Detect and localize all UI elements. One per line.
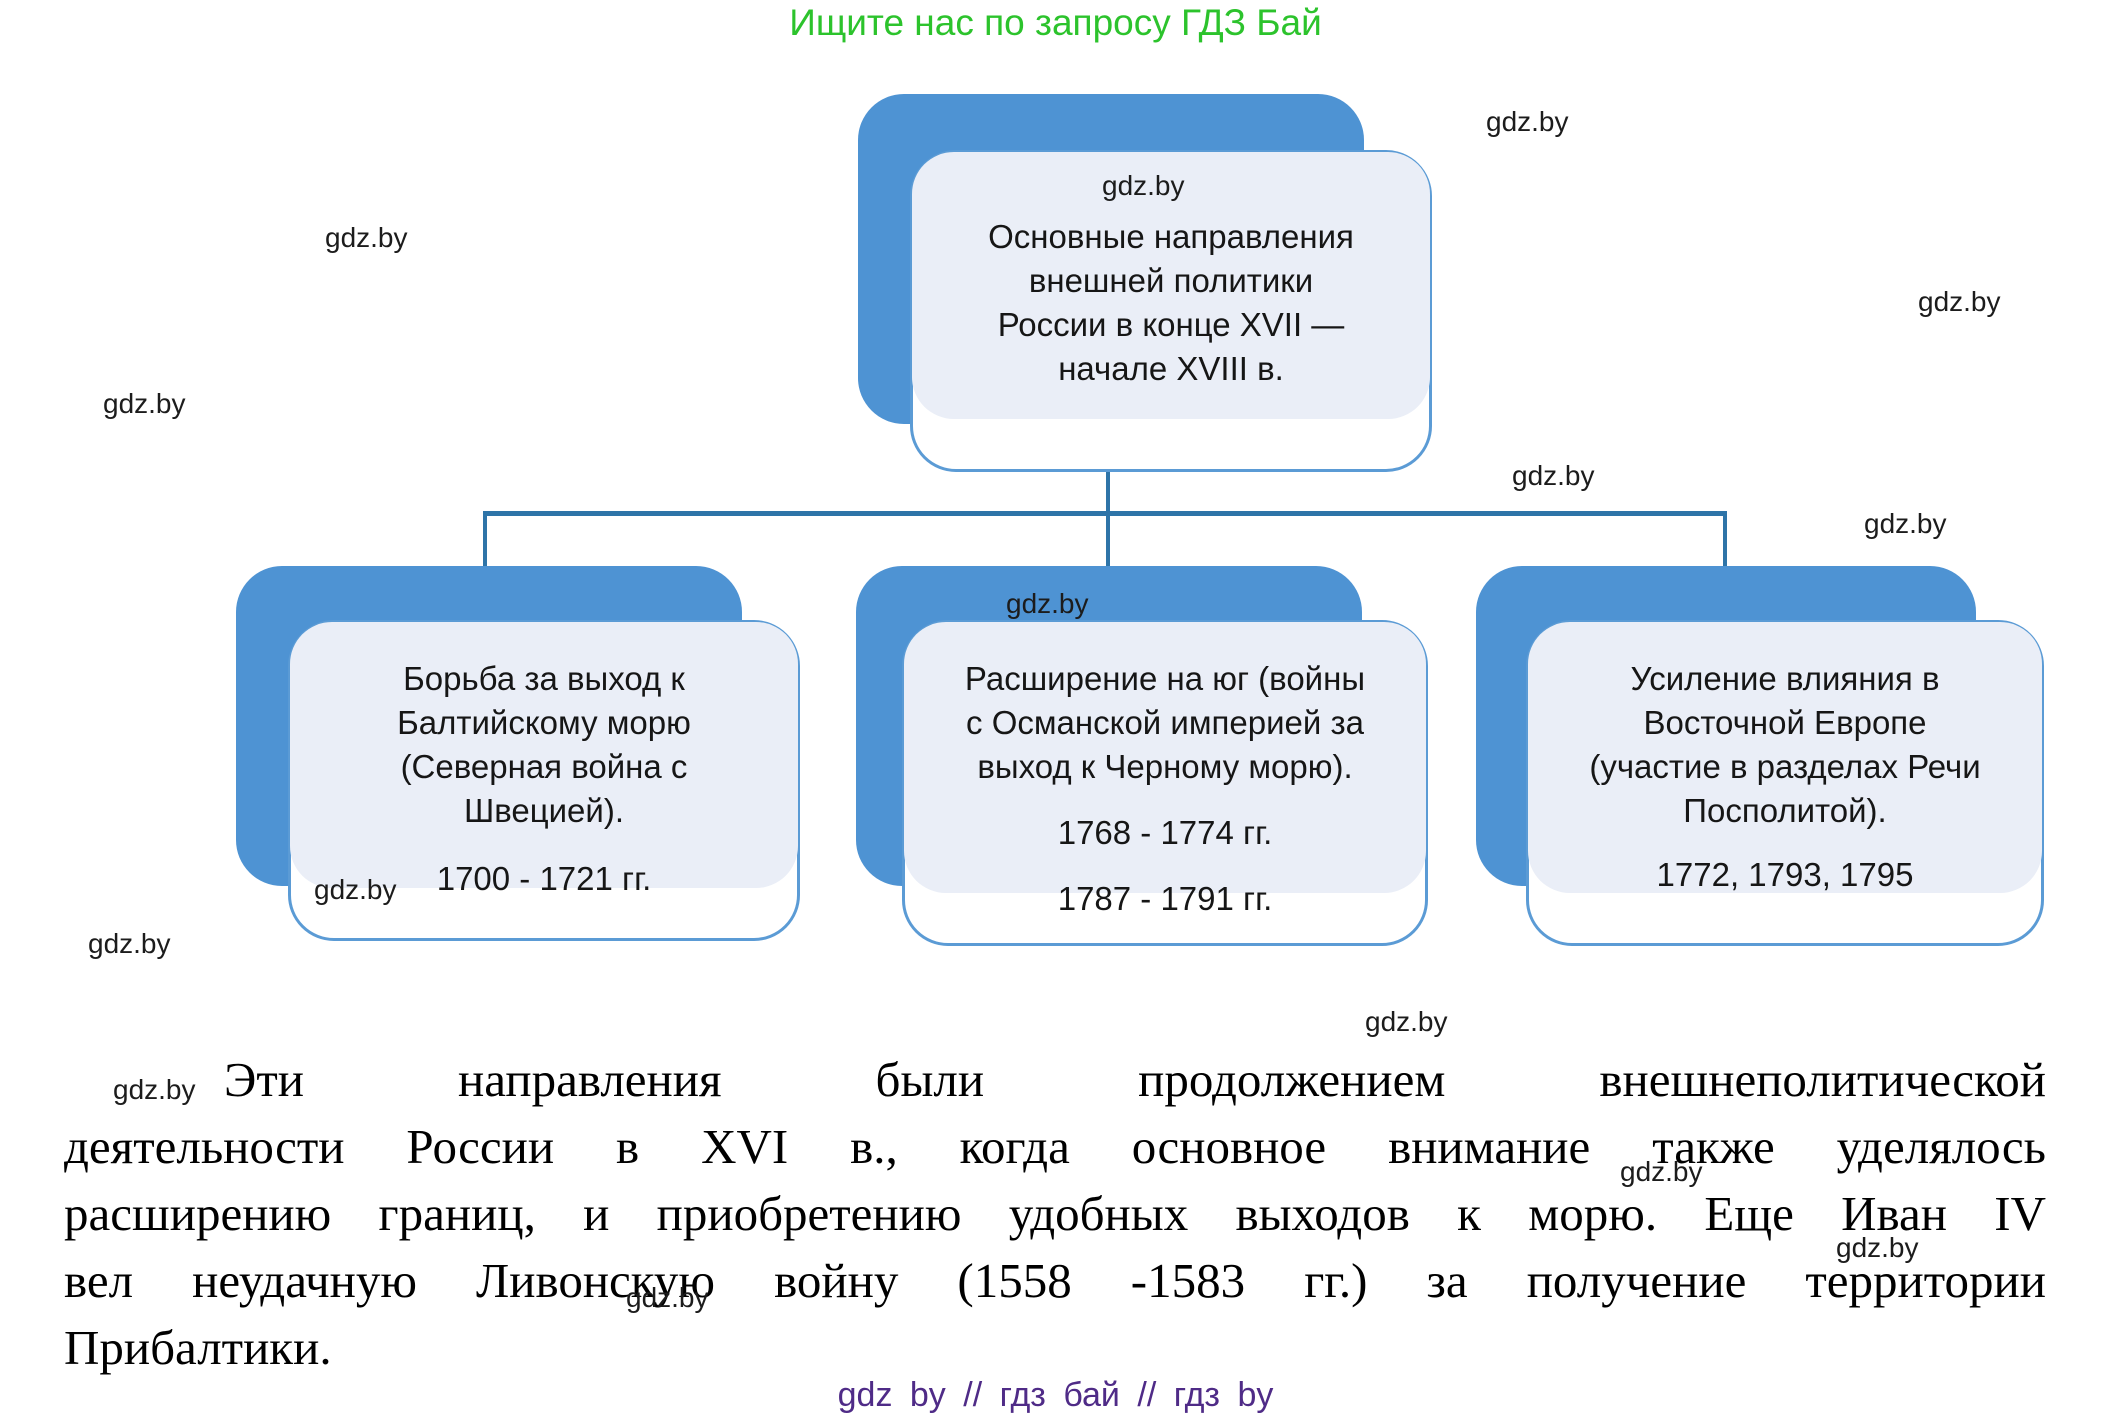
child-box-south-text: Расширение на юг (войны с Османской импе… [905,623,1425,921]
watermark: gdz.by [1620,1156,1703,1187]
child-box-line: Посполитой). [1683,792,1887,829]
paragraph-line: Прибалтики. [64,1320,332,1375]
child-box-line: (Северная война с [400,748,688,785]
watermark: gdz.by [1102,170,1185,201]
paragraph-line: Эти направления были продолжением внешне… [224,1052,2046,1107]
promo-header: Ищите нас по запросу ГДЗ Бай [789,2,1322,43]
child-box-south-fill [904,622,1426,893]
child-box-east-europe-text: Усиление влияния в Восточной Европе (уча… [1529,623,2041,897]
watermark: gdz.by [1486,106,1569,137]
child-box-line: Усиление влияния в [1630,660,1940,697]
watermark: gdz.by [88,928,171,959]
child-box-line: Борьба за выход к [403,660,685,697]
root-box-fill [912,152,1430,419]
connector-drop-middle [1106,514,1110,568]
watermark: gdz.by [314,874,397,905]
child-box-dates: 1772, 1793, 1795 [1656,856,1914,893]
root-box-line: внешней политики [1028,262,1314,299]
child-box-line: Балтийскому морю [397,704,691,741]
watermark: gdz.by [1864,508,1947,539]
watermark: gdz.by [1512,460,1595,491]
child-box-line: Швецией). [463,792,625,829]
child-box-line: выход к Черному морю). [977,748,1353,785]
child-box-line: (участие в разделах Речи [1589,748,1981,785]
child-box-baltic-text: Борьба за выход к Балтийскому морю (Севе… [291,623,797,901]
body-paragraph: Эти направления были продолжением внешне… [64,1046,2046,1381]
root-box: Основные направления внешней политики Ро… [910,150,1432,472]
child-box-line: Расширение на юг (войны [964,660,1366,697]
footer-search-tags: gdz by // гдз бай // гдз by [837,1376,1274,1414]
child-box-dates: 1768 - 1774 гг. [1057,814,1273,851]
child-box-east-europe-fill [1528,622,2042,893]
watermark: gdz.by [103,388,186,419]
connector-root-stem [1106,466,1110,513]
watermark: gdz.by [1918,286,2001,317]
watermark: gdz.by [626,1282,709,1313]
child-box-baltic-fill [290,622,798,888]
paragraph-line: расширению границ, и приобретению удобны… [64,1186,2046,1241]
connector-drop-right [1723,514,1727,568]
watermark: gdz.by [1006,588,1089,619]
root-box-line: Основные направления [988,218,1354,255]
child-box-baltic: Борьба за выход к Балтийскому морю (Севе… [288,620,800,941]
connector-horizontal [483,511,1727,516]
watermark: gdz.by [113,1074,196,1105]
paragraph-line: деятельности России в XVI в., когда осно… [64,1119,2046,1174]
watermark: gdz.by [1836,1232,1919,1263]
watermark: gdz.by [1365,1006,1448,1037]
child-box-line: с Османской империей за [966,704,1364,741]
root-box-line: России в конце XVII — [997,306,1345,343]
child-box-line: Восточной Европе [1643,704,1927,741]
connector-drop-left [483,514,487,568]
child-box-dates: 1787 - 1791 гг. [1057,880,1273,917]
child-box-south: Расширение на юг (войны с Османской импе… [902,620,1428,946]
root-box-text: Основные направления внешней политики Ро… [913,153,1429,391]
watermark: gdz.by [325,222,408,253]
child-box-dates: 1700 - 1721 гг. [436,860,652,897]
root-box-line: начале XVIII в. [1058,350,1284,387]
child-box-east-europe: Усиление влияния в Восточной Европе (уча… [1526,620,2044,946]
paragraph-line: вел неудачную Ливонскую войну (1558 -158… [64,1253,2046,1308]
